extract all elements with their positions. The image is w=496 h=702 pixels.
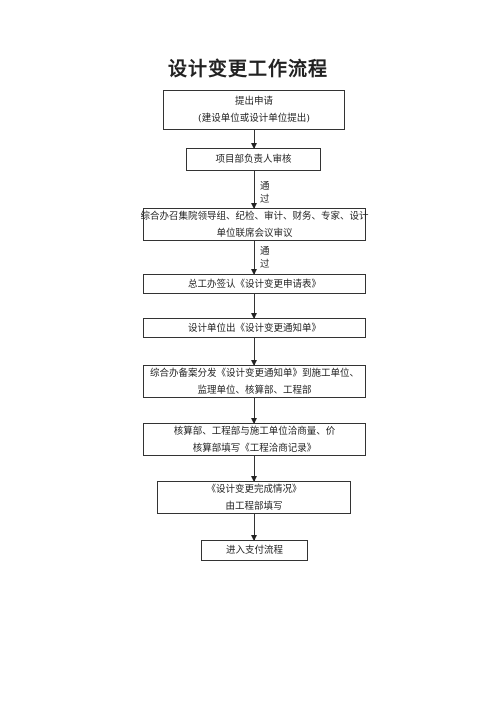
pass-label-char: 过: [260, 194, 270, 205]
step-distribute-notice: 综合办备案分发《设计变更通知单》到施工单位、 监理单位、核算部、工程部: [143, 365, 366, 398]
step-label: 核算部、工程部与施工单位洽商量、价: [173, 425, 336, 437]
step-design-notice: 设计单位出《设计变更通知单》: [143, 318, 366, 338]
step-negotiation-record: 核算部、工程部与施工单位洽商量、价 核算部填写《工程洽商记录》: [143, 423, 366, 456]
pass-label-char: 通: [260, 181, 270, 192]
pass-label: 通过: [260, 245, 272, 271]
step-sublabel: 监理单位、核算部、工程部: [197, 384, 312, 396]
step-label: 综合办召集院领导组、纪检、审计、财务、专家、设计: [140, 210, 369, 222]
flow-arrow: [251, 338, 257, 366]
step-submit-application: 提出申请 (建设单位或设计单位提出): [163, 90, 345, 130]
step-label: 项目部负责人审核: [215, 154, 292, 165]
step-label: 总工办签认《设计变更申请表》: [187, 278, 321, 290]
flow-arrow: [251, 514, 257, 541]
step-sublabel: 单位联席会议审议: [216, 227, 293, 239]
step-joint-meeting: 综合办召集院领导组、纪检、审计、财务、专家、设计 单位联席会议审议: [140, 208, 369, 241]
step-label: 《设计变更完成情况》: [206, 483, 302, 495]
flow-arrow: [251, 456, 257, 482]
flow-arrow: [251, 130, 257, 149]
step-label: 进入支付流程: [225, 545, 283, 556]
pass-label: 通过: [260, 180, 272, 206]
step-label: 综合办备案分发《设计变更通知单》到施工单位、: [149, 367, 359, 379]
diagram-title: 设计变更工作流程: [167, 58, 328, 80]
flow-arrow: [251, 398, 257, 424]
flow-arrow: [251, 294, 257, 319]
flow-arrow: [251, 171, 257, 209]
step-pm-review: 项目部负责人审核: [186, 148, 321, 171]
step-sublabel: 由工程部填写: [225, 500, 283, 512]
step-sublabel: 核算部填写《工程洽商记录》: [192, 442, 317, 454]
step-sublabel: (建设单位或设计单位提出): [198, 113, 310, 124]
step-label: 提出申请: [234, 96, 273, 107]
step-completion-status: 《设计变更完成情况》 由工程部填写: [157, 481, 351, 514]
step-label: 设计单位出《设计变更通知单》: [187, 322, 321, 334]
pass-label-char: 通: [260, 246, 270, 257]
step-chief-engineer-sign: 总工办签认《设计变更申请表》: [143, 274, 366, 294]
step-payment-process: 进入支付流程: [201, 540, 308, 561]
pass-label-char: 过: [260, 259, 270, 270]
flow-arrow: [251, 241, 257, 275]
